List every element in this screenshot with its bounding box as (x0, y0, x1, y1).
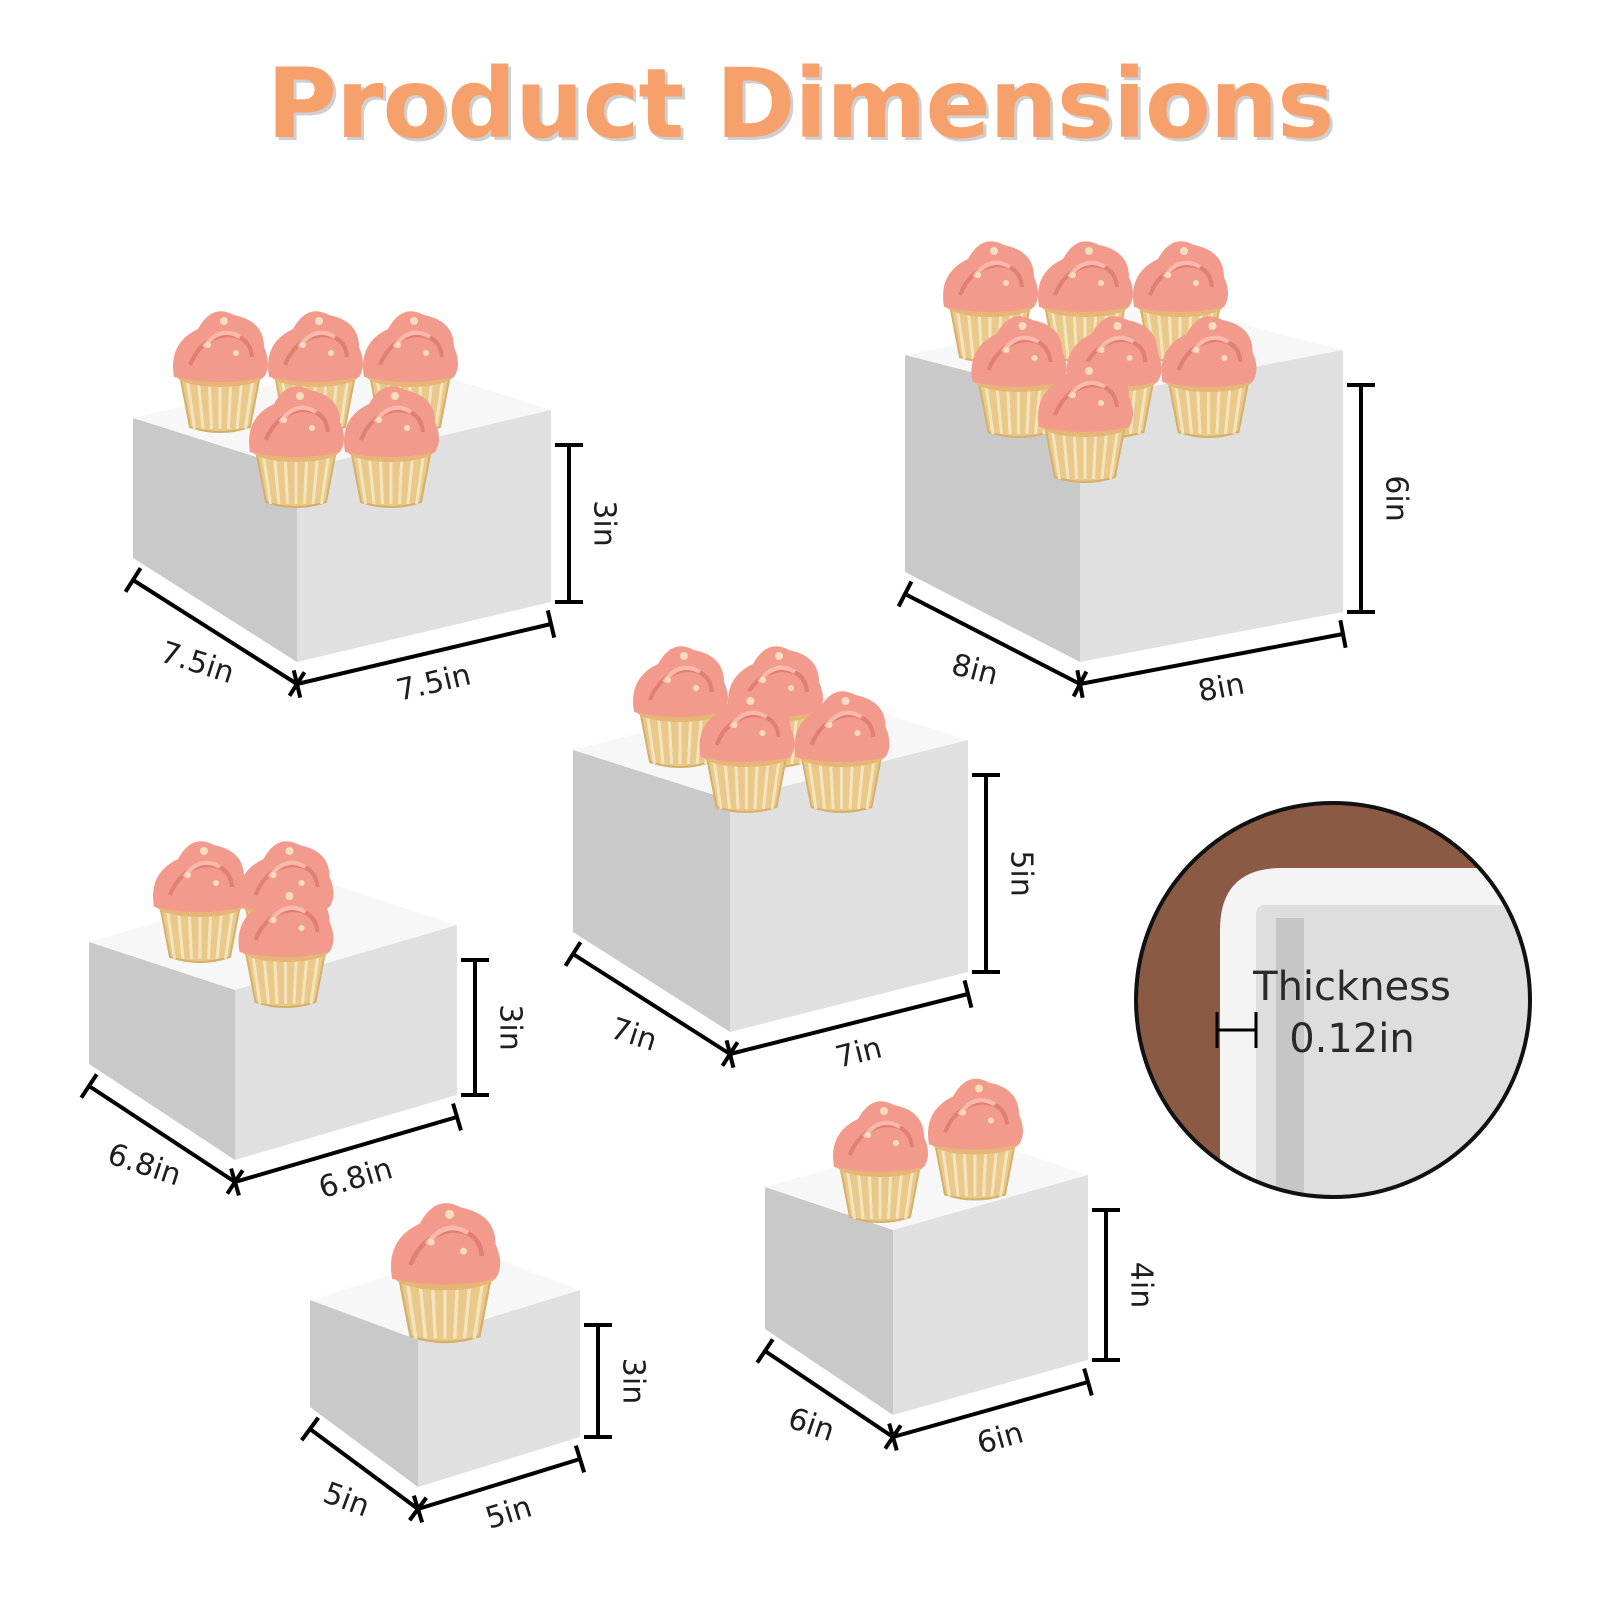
width-label: 6.8in (315, 1151, 397, 1206)
box-side-face (89, 942, 235, 1160)
width-label: 7.5in (393, 657, 474, 708)
box-7-5: 7.5in 7.5in 3in (123, 311, 622, 709)
depth-label: 5in (318, 1476, 374, 1525)
depth-label: 7.5in (156, 635, 238, 691)
cupcake (833, 1101, 928, 1223)
depth-label: 6in (784, 1401, 839, 1449)
depth-label: 7in (606, 1011, 661, 1058)
height-label: 3in (493, 1004, 528, 1050)
panel-shadow (1276, 918, 1304, 1197)
width-dimension-line (291, 609, 557, 699)
thickness-value: 0.12in (1289, 1016, 1415, 1062)
box-front-face (730, 740, 968, 1032)
box-side-face (133, 418, 297, 662)
cupcake (1161, 316, 1257, 438)
box-front-face (893, 1175, 1088, 1415)
inset-border (1134, 801, 1532, 1199)
depth-label: 8in (948, 647, 1002, 692)
box-side-face (310, 1300, 418, 1487)
cupcake (238, 886, 334, 1008)
width-label: 5in (481, 1489, 536, 1536)
thickness-inset: Thickness 0.12in (1134, 801, 1532, 1199)
width-dimension-line (1075, 619, 1348, 699)
box-8: 8in 8in 6in (896, 241, 1414, 710)
height-dimension-line (972, 773, 1000, 974)
height-dimension-line (584, 1323, 612, 1439)
box-6: 6in 6in 4in (755, 1078, 1159, 1462)
cupcake (173, 311, 268, 433)
width-dimension-line (887, 1367, 1094, 1452)
width-dimension-line (411, 1445, 587, 1523)
box-side-face (765, 1187, 893, 1415)
box-front-face (1080, 350, 1343, 662)
width-label: 8in (1195, 666, 1247, 709)
height-label: 3in (587, 500, 622, 546)
height-dimension-line (555, 443, 583, 604)
height-label: 4in (1124, 1262, 1159, 1308)
cupcake (344, 386, 439, 508)
cupcake (699, 691, 795, 813)
box-6-8: 6.8in 6.8in 3in (79, 841, 528, 1206)
height-label: 5in (1004, 850, 1039, 896)
width-dimension-line (229, 1103, 463, 1196)
depth-label: 6.8in (103, 1137, 185, 1194)
box-side-face (573, 750, 730, 1032)
cupcake (390, 1203, 501, 1344)
cupcake (794, 691, 890, 813)
width-label: 7in (832, 1030, 886, 1075)
height-label: 6in (1379, 475, 1414, 521)
box-7: 7in 7in 5in (563, 646, 1039, 1076)
cupcake (928, 1078, 1023, 1201)
cupcake (153, 841, 248, 963)
thickness-label: Thickness (1252, 964, 1451, 1010)
width-label: 6in (973, 1415, 1027, 1461)
width-dimension-line (724, 979, 974, 1069)
height-dimension-line (461, 958, 489, 1097)
cupcake (249, 386, 344, 508)
cupcake (1038, 361, 1133, 483)
height-dimension-line (1347, 383, 1375, 614)
height-dimension-line (1092, 1208, 1120, 1362)
height-label: 3in (616, 1358, 651, 1404)
page-title: Product Dimensions (266, 48, 1335, 160)
box-5: 5in 5in 3in (300, 1203, 651, 1537)
